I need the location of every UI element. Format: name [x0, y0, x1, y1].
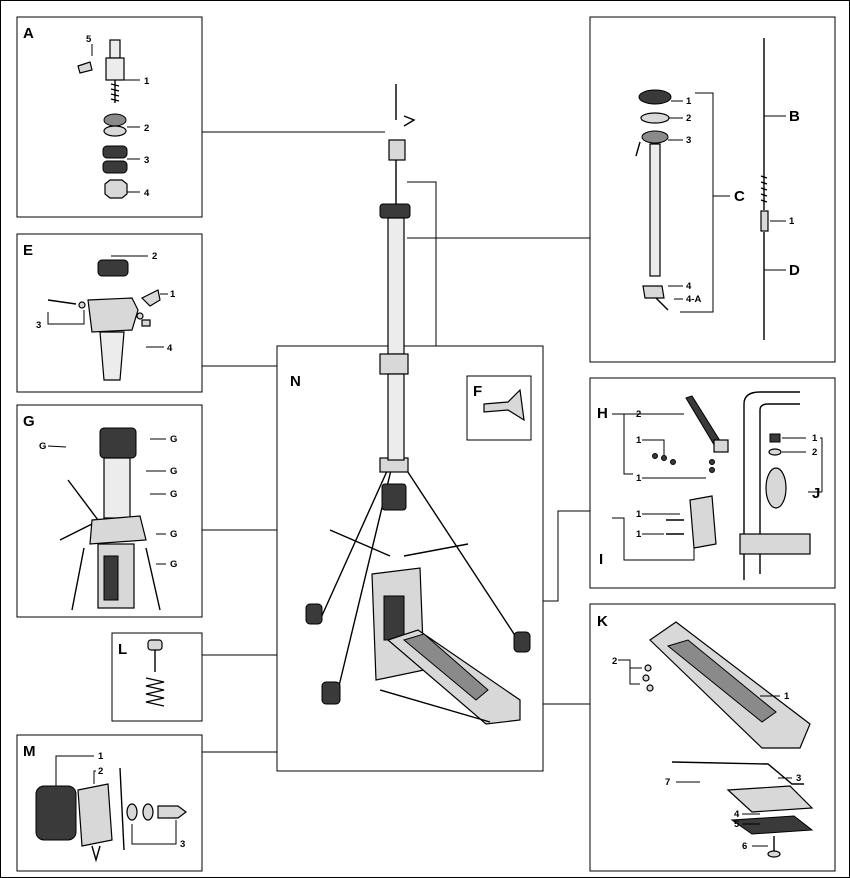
section-letter-i: I [599, 551, 603, 568]
callout-j-1: 1 [812, 433, 818, 444]
upper-tube-icon [387, 217, 405, 355]
callout-g-4: G [170, 489, 177, 500]
rod-joint-icon [760, 210, 769, 232]
wing-bolt-icon [140, 289, 161, 307]
strap-plate-icon [689, 495, 717, 549]
detail-box-hij: H 2 1 1 1 1 I 1 2 J [589, 377, 836, 589]
callout-i-1b: 1 [636, 529, 642, 540]
heel-pad-icon [730, 815, 814, 835]
callout-g-6: G [170, 559, 177, 570]
callout-e-2: 2 [152, 251, 157, 262]
memory-lock-main-icon [379, 353, 409, 375]
leg-right-icon [399, 459, 519, 641]
section-letter-c: C [734, 188, 745, 205]
leg-left-icon [319, 459, 393, 621]
callout-a-2: 2 [144, 123, 149, 134]
callout-c-3: 3 [686, 135, 691, 146]
section-letter-n: N [290, 373, 301, 390]
section-letter-j: J [812, 485, 820, 502]
felt-dark-icon [102, 145, 128, 159]
callout-k-6: 6 [742, 841, 747, 852]
clamp-body-icon [87, 297, 139, 333]
callout-d-1: 1 [789, 216, 795, 227]
detail-box-e: E 2 1 3 4 [16, 233, 203, 393]
detail-box-g: G G G G G G G [16, 404, 203, 618]
callout-k-3: 3 [796, 773, 801, 784]
bottom-clamp-icon [642, 285, 665, 299]
detail-box-bcd: 1 2 3 4 4-A C B 1 D [589, 16, 836, 363]
clutch-body-icon [388, 139, 406, 161]
callout-k-7: 7 [665, 777, 670, 788]
bottom-cymbal-seat-icon [379, 203, 411, 219]
section-letter-k: K [597, 613, 608, 630]
detail-box-m: M 1 2 3 [16, 734, 203, 872]
callout-a-5: 5 [86, 34, 92, 45]
section-letter-d: D [789, 262, 800, 279]
callout-k-2: 2 [612, 656, 617, 667]
memory-lock-icon [97, 259, 129, 277]
top-cup-icon [638, 89, 672, 105]
callout-g-2: G [170, 434, 177, 445]
spike-holder-icon [77, 783, 113, 847]
set-screw-callouts: G G G G G G [39, 434, 177, 570]
hihat-stand-upper [379, 84, 416, 461]
clutch-top-icon [109, 39, 121, 59]
callout-h-2: 2 [636, 409, 641, 420]
callout-h-1a: 1 [636, 435, 642, 446]
callout-e-4: 4 [167, 343, 173, 354]
sprocket-icon [765, 467, 787, 509]
section-letter-e: E [23, 242, 33, 259]
section-letter-b: B [789, 108, 800, 125]
felt-icon [103, 113, 127, 127]
callout-h-1b: 1 [636, 473, 642, 484]
bolt-head-icon [147, 639, 163, 651]
section-letter-l: L [118, 641, 127, 658]
detail-box-n: N F [276, 345, 544, 772]
detail-box-a: A 5 1 2 3 4 [16, 16, 203, 218]
detail-box-k: K 2 1 3 7 4 5 6 [589, 603, 836, 872]
wing-screw-icon [77, 61, 93, 74]
section-letter-m: M [23, 743, 36, 760]
chain-n-icon [383, 595, 405, 641]
tension-nut-icon [99, 427, 137, 459]
callout-k-1: 1 [784, 691, 790, 702]
section-letter-f: F [473, 383, 482, 400]
callout-m-2: 2 [98, 766, 103, 777]
callout-e-1: 1 [170, 289, 176, 300]
detail-box-l: L [111, 632, 203, 722]
wing-bolt-f-icon [483, 388, 525, 422]
callout-a-3: 3 [144, 155, 149, 166]
spring-icon [145, 677, 165, 707]
callout-c-2: 2 [686, 113, 691, 124]
callout-g-3: G [170, 466, 177, 477]
callout-m-1: 1 [98, 751, 104, 762]
callout-g-1: G [39, 441, 46, 452]
callout-e-3: 3 [36, 320, 41, 331]
callout-g-5: G [170, 529, 177, 540]
callout-c-4: 4 [686, 281, 692, 292]
nut-icon [104, 179, 128, 199]
section-letter-h: H [597, 405, 608, 422]
callout-i-1a: 1 [636, 509, 642, 520]
callout-c-1: 1 [686, 96, 692, 107]
callout-a-1: 1 [144, 76, 150, 87]
callout-a-4: 4 [144, 188, 150, 199]
pull-rod-icon [649, 143, 661, 277]
section-letter-a: A [23, 25, 34, 42]
chain-icon [103, 555, 119, 601]
callout-k-4: 4 [734, 809, 740, 820]
callout-j-2: 2 [812, 447, 817, 458]
lower-tube-icon [387, 373, 405, 461]
bearing-icon [769, 433, 781, 443]
screw-icon [157, 805, 187, 819]
callout-k-5: 5 [734, 819, 740, 830]
rubber-foot-icon [35, 785, 77, 841]
callout-m-3: 3 [180, 839, 185, 850]
frame-icon [743, 391, 800, 580]
heel-link-icon [671, 761, 804, 785]
callout-c-4a: 4-A [686, 294, 701, 305]
section-letter-g: G [23, 413, 35, 430]
